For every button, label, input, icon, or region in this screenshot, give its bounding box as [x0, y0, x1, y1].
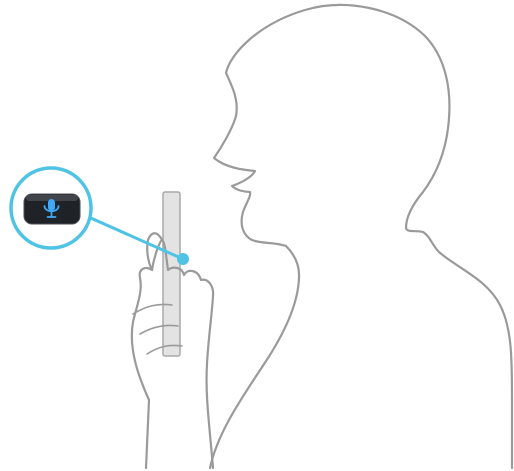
- callout-connector: [82, 213, 185, 261]
- hand-outline: [130, 238, 215, 470]
- thumb-outline: [146, 232, 164, 272]
- callout-anchor-dot: [177, 253, 189, 265]
- finger-crease-3: [146, 344, 183, 355]
- microphone-icon: [43, 199, 60, 218]
- person-outline: [208, 3, 514, 470]
- finger-crease-1: [132, 303, 173, 315]
- voice-button-highlight: [26, 195, 78, 201]
- remote-control: [162, 191, 181, 357]
- finger-crease-2: [139, 324, 179, 335]
